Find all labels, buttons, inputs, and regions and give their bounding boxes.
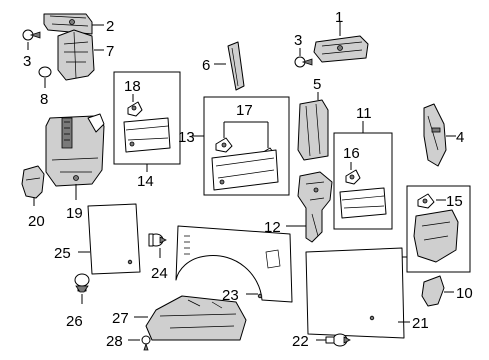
part-27-lower-trim <box>145 295 247 341</box>
callout-4: 4 <box>456 129 464 146</box>
part-26-pin <box>74 273 90 293</box>
part-16-clip <box>345 169 361 185</box>
callout-3-right: 3 <box>294 32 302 49</box>
part-6-pillar <box>227 41 245 91</box>
part-9-group-box <box>406 185 471 273</box>
part-4-pillar <box>423 103 447 167</box>
callout-14: 14 <box>137 173 154 190</box>
callout-26: 26 <box>66 313 83 330</box>
part-13-group-box <box>203 96 290 196</box>
callout-7: 7 <box>106 43 114 60</box>
callout-8: 8 <box>40 91 48 108</box>
callout-16: 16 <box>343 145 360 162</box>
part-3-screw-right <box>294 56 313 68</box>
part-24-pin <box>148 233 167 247</box>
part-12-trim <box>297 171 333 243</box>
callout-28: 28 <box>106 333 123 350</box>
part-2-trim-cap <box>43 13 93 35</box>
callout-11: 11 <box>356 105 372 122</box>
part-8-plug <box>38 66 52 78</box>
callout-2: 2 <box>106 18 114 35</box>
callout-27: 27 <box>112 310 129 327</box>
callout-12: 12 <box>264 219 281 236</box>
part-13-panel <box>211 149 279 191</box>
part-15-clip <box>417 193 435 209</box>
part-14-panel <box>123 117 171 153</box>
part-21-panel <box>305 247 405 339</box>
callout-25: 25 <box>54 245 71 262</box>
part-25-panel <box>87 203 141 275</box>
callout-19: 19 <box>66 205 83 222</box>
callout-5: 5 <box>313 76 321 93</box>
callout-22: 22 <box>292 333 309 350</box>
part-9-bracket <box>413 209 459 263</box>
part-11-panel <box>339 187 387 219</box>
callout-10: 10 <box>456 285 473 302</box>
part-20-bracket <box>21 165 45 199</box>
part-1-trim <box>313 35 369 63</box>
callout-24: 24 <box>151 265 168 282</box>
callout-15: 15 <box>446 193 463 210</box>
callout-21: 21 <box>412 315 429 332</box>
part-10-bracket <box>421 275 445 307</box>
part-7-pillar-trim <box>57 29 95 81</box>
callout-23: 23 <box>222 287 239 304</box>
callout-20: 20 <box>28 213 45 230</box>
part-18-clip <box>127 101 143 117</box>
part-28-clip <box>141 335 151 351</box>
part-5-trim <box>297 99 329 161</box>
part-3-screw-left <box>22 29 41 41</box>
part-19-lower-trim <box>45 113 105 187</box>
part-22-pin <box>325 333 351 347</box>
callout-3-left: 3 <box>23 53 31 70</box>
callout-6: 6 <box>202 57 210 74</box>
callout-18: 18 <box>124 78 141 95</box>
part-23-wheelhouse-panel <box>175 225 293 303</box>
callout-17: 17 <box>236 102 253 119</box>
part-17-clip-left <box>215 137 233 153</box>
callout-1: 1 <box>335 9 343 26</box>
callout-13: 13 <box>178 129 195 146</box>
